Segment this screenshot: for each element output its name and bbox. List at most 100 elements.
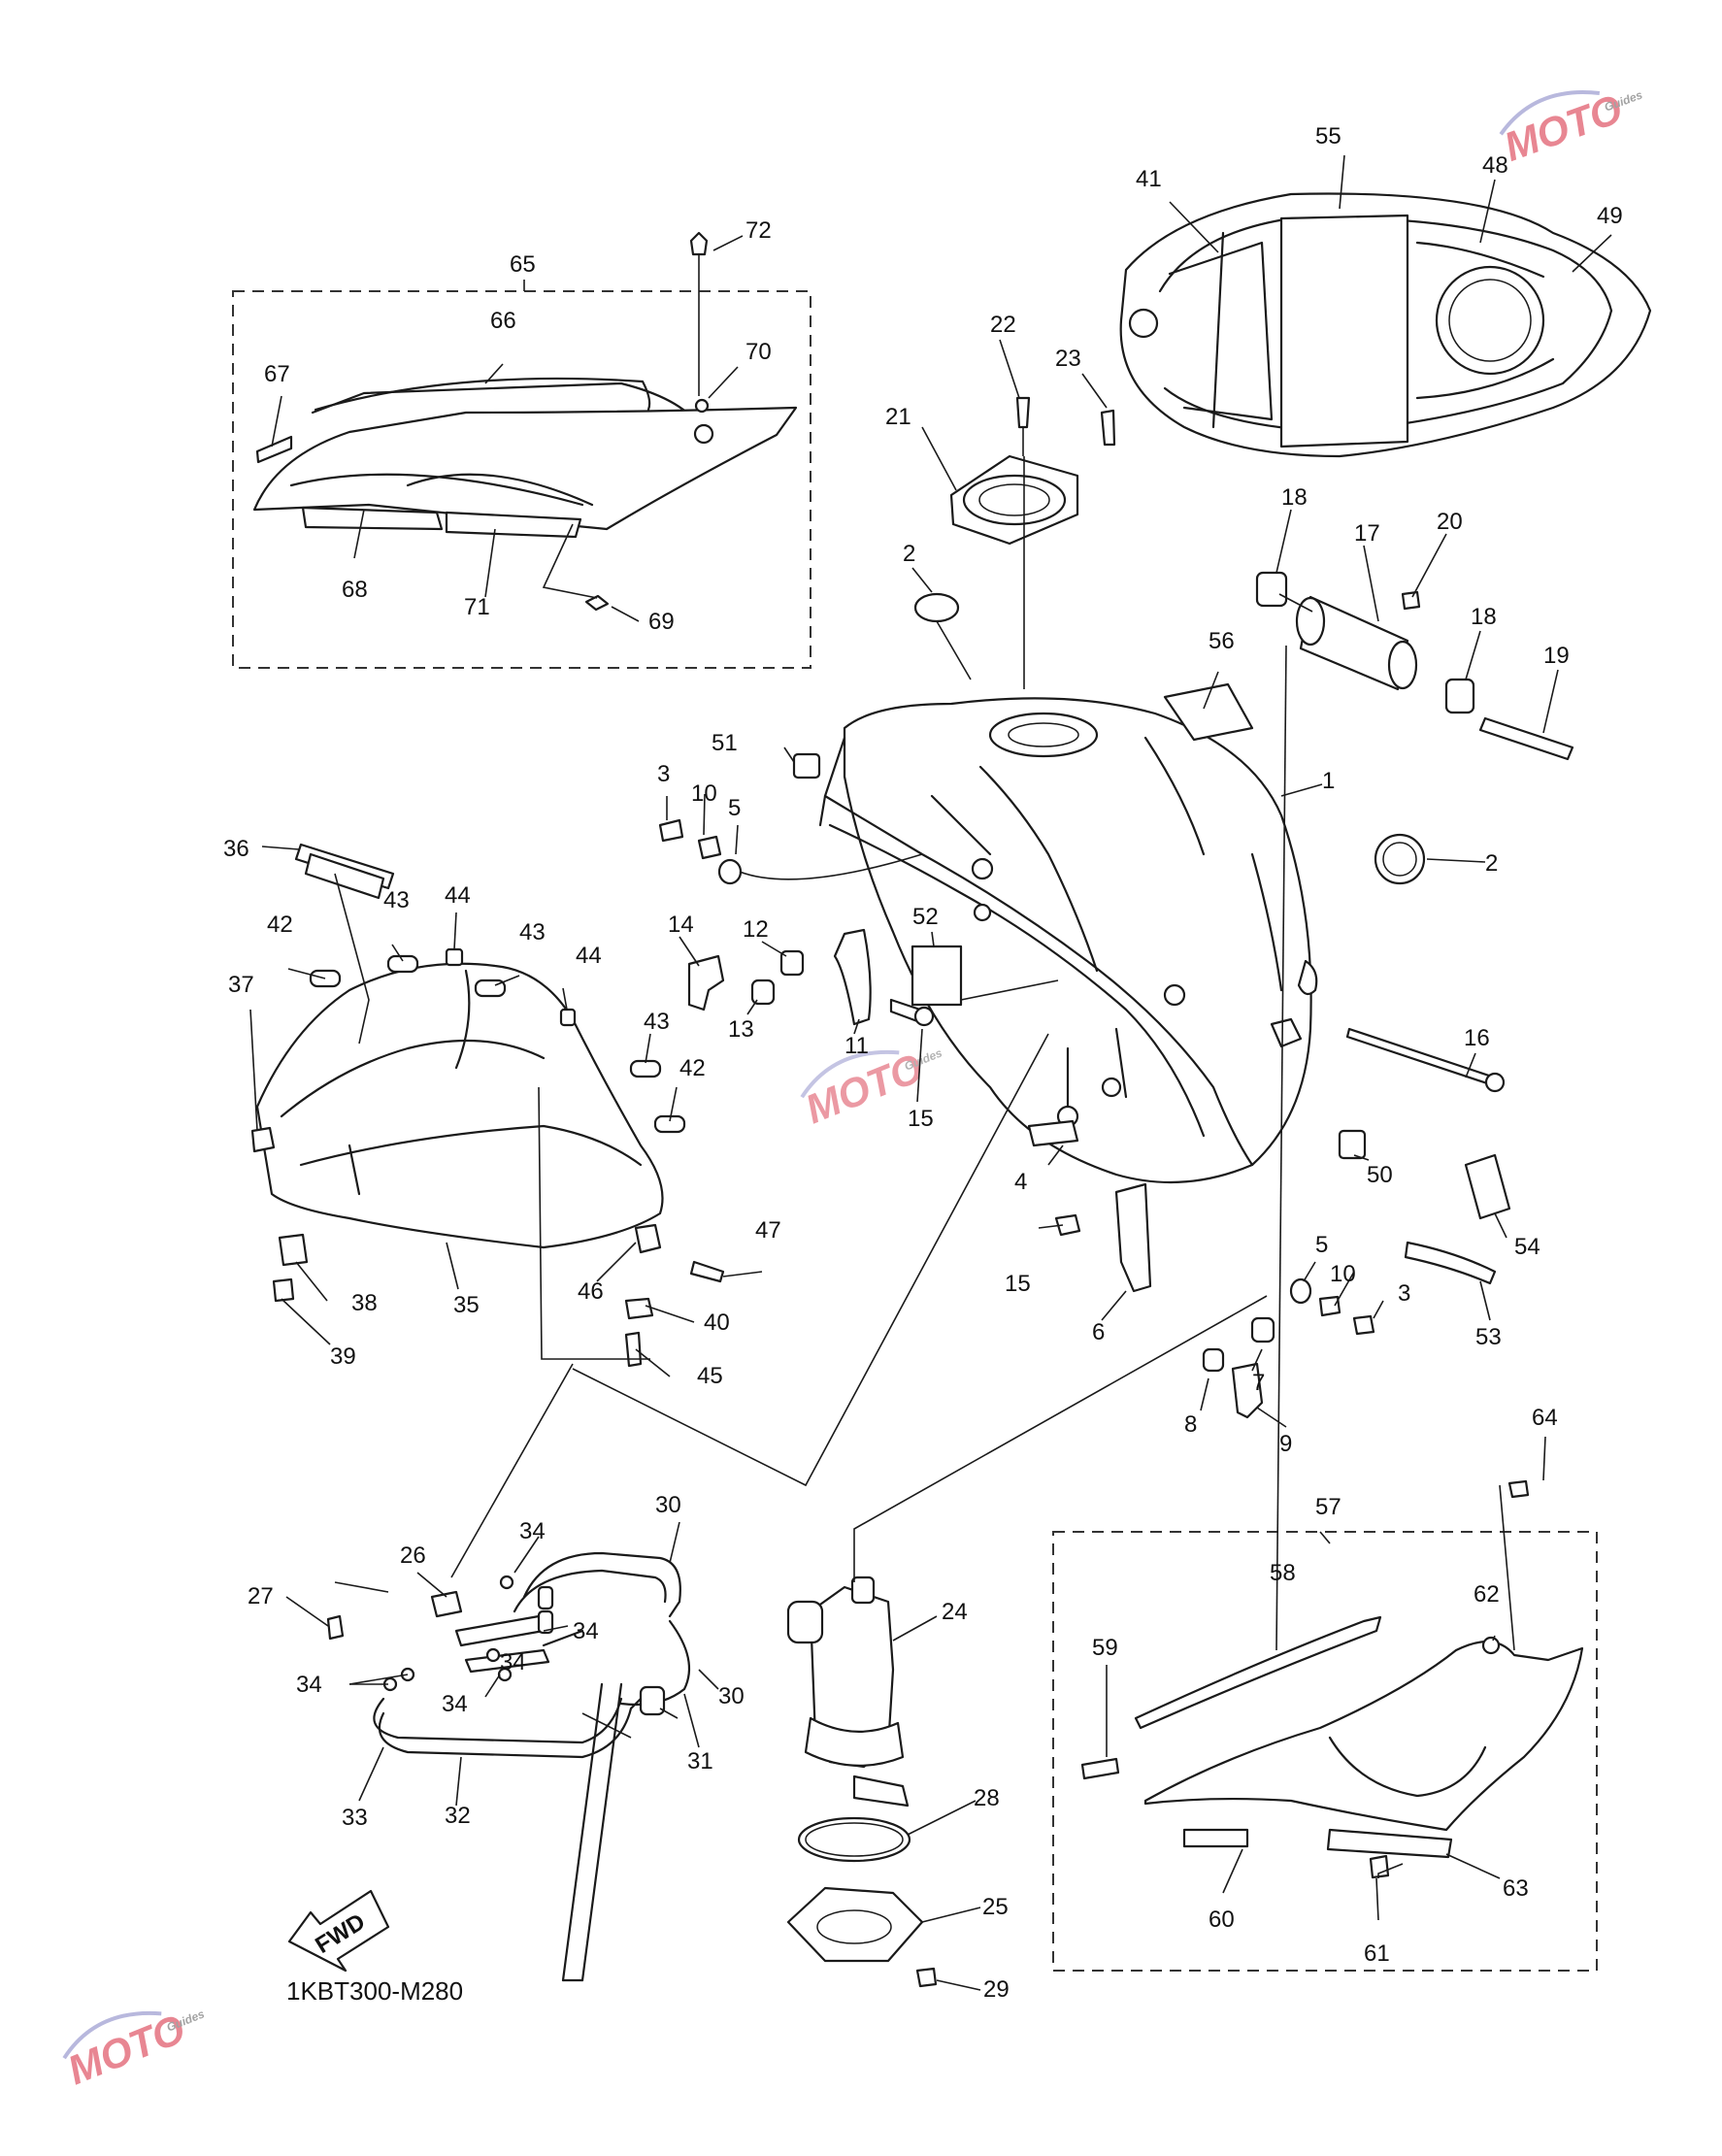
side-cover-57	[1080, 1479, 1584, 1879]
callout-57: 57	[1315, 1494, 1341, 1520]
callout-27: 27	[248, 1583, 274, 1609]
callout-16: 16	[1464, 1025, 1490, 1051]
callout-29: 29	[983, 1976, 1010, 2003]
callout-65: 65	[510, 251, 536, 278]
grommet-2	[1374, 833, 1426, 885]
callout-52: 52	[912, 904, 939, 930]
callout-21: 21	[885, 404, 911, 430]
callout-30-top: 30	[655, 1492, 681, 1518]
group-box-65	[232, 290, 811, 669]
callout-1: 1	[1322, 768, 1335, 794]
watermark-bottom-left: MOTO Guides	[61, 2006, 207, 2093]
callout-22: 22	[990, 312, 1016, 338]
callout-42-right: 42	[679, 1055, 706, 1081]
callout-18-right: 18	[1471, 604, 1497, 630]
callout-44-left: 44	[445, 882, 471, 909]
callout-3-upper: 3	[657, 761, 670, 787]
callout-46: 46	[578, 1278, 604, 1305]
callout-28: 28	[974, 1785, 1000, 1811]
callout-6: 6	[1092, 1319, 1105, 1345]
callout-10-upper: 10	[691, 780, 717, 807]
callout-15-upper: 15	[908, 1106, 934, 1132]
callout-34-center: 34	[442, 1691, 468, 1717]
callout-71: 71	[464, 594, 490, 620]
callout-66: 66	[490, 308, 516, 334]
callout-26: 26	[400, 1542, 426, 1569]
callout-12: 12	[743, 916, 769, 943]
callout-62: 62	[1474, 1581, 1500, 1608]
tank-underside-view	[1119, 192, 1652, 458]
callout-44-right: 44	[576, 943, 602, 969]
callout-15-lower: 15	[1005, 1271, 1031, 1297]
callout-40: 40	[704, 1310, 730, 1336]
group-box-57	[1052, 1531, 1598, 1972]
fuel-tank-1	[818, 697, 1318, 1184]
callout-45: 45	[697, 1363, 723, 1389]
callout-64: 64	[1532, 1405, 1558, 1431]
callout-67: 67	[264, 361, 290, 387]
callout-54: 54	[1514, 1234, 1540, 1260]
bracket-17	[1255, 571, 1574, 761]
callout-20: 20	[1437, 509, 1463, 535]
callout-43-right: 43	[644, 1009, 670, 1035]
callout-13: 13	[728, 1016, 754, 1043]
callout-9: 9	[1279, 1431, 1292, 1457]
callout-51: 51	[712, 730, 738, 756]
gasket-2	[913, 592, 960, 623]
callout-68: 68	[342, 577, 368, 603]
callout-56: 56	[1209, 628, 1235, 654]
callout-18-left: 18	[1281, 484, 1308, 511]
leader-hoses	[572, 1033, 1049, 1487]
diagram-code: 1KBT300-M280	[286, 1976, 463, 2006]
callout-61: 61	[1364, 1940, 1390, 1967]
callout-49: 49	[1597, 203, 1623, 229]
watermark-text: MOTO	[1498, 85, 1628, 170]
callout-labels: 1 2 2 3 3 4 5 5 6 7 8 9 10 10 11 12 13 1…	[223, 123, 1623, 2003]
callout-8: 8	[1184, 1411, 1197, 1438]
callout-leaders	[249, 154, 1612, 1991]
tank-hardware	[658, 752, 1511, 1419]
fuel-pump-24	[786, 1295, 1268, 1988]
callout-70: 70	[745, 339, 772, 365]
callout-14: 14	[668, 912, 694, 938]
front-cover-35	[250, 843, 725, 1368]
callout-2-grommet: 2	[1485, 850, 1498, 877]
decal-56	[1163, 682, 1254, 742]
callout-43-center: 43	[519, 919, 546, 945]
callout-69: 69	[648, 609, 675, 635]
callout-34-mid: 34	[500, 1649, 526, 1675]
watermark-top-right: MOTO Guides	[1498, 85, 1644, 170]
callout-55: 55	[1315, 123, 1341, 149]
callout-47: 47	[755, 1217, 781, 1244]
callout-48: 48	[1482, 152, 1508, 179]
callout-38: 38	[351, 1290, 378, 1316]
callout-19: 19	[1543, 643, 1570, 669]
callout-7: 7	[1252, 1370, 1265, 1396]
callout-58: 58	[1270, 1560, 1296, 1586]
callout-43-left: 43	[383, 887, 410, 913]
callout-4: 4	[1014, 1169, 1027, 1195]
callout-59: 59	[1092, 1635, 1118, 1661]
callout-3-lower: 3	[1398, 1280, 1410, 1307]
callout-41: 41	[1136, 166, 1162, 192]
callout-60: 60	[1209, 1907, 1235, 1933]
callout-50: 50	[1367, 1162, 1393, 1188]
hose-assembly	[326, 1363, 691, 1982]
fwd-arrow: FWD	[287, 1889, 390, 1973]
callout-34-top: 34	[519, 1518, 546, 1544]
callout-39: 39	[330, 1343, 356, 1370]
callout-30-right: 30	[718, 1683, 745, 1709]
callout-23: 23	[1055, 346, 1081, 372]
callout-31: 31	[687, 1748, 713, 1775]
callout-33: 33	[342, 1805, 368, 1831]
callout-37: 37	[228, 972, 254, 998]
callout-24: 24	[942, 1599, 968, 1625]
fuel-cap-21	[949, 396, 1116, 689]
callout-63: 63	[1503, 1875, 1529, 1902]
callout-34-left: 34	[296, 1672, 322, 1698]
callout-10-lower: 10	[1330, 1261, 1356, 1287]
callout-32: 32	[445, 1803, 471, 1829]
callout-25: 25	[982, 1894, 1009, 1920]
callout-5-lower: 5	[1315, 1232, 1328, 1258]
